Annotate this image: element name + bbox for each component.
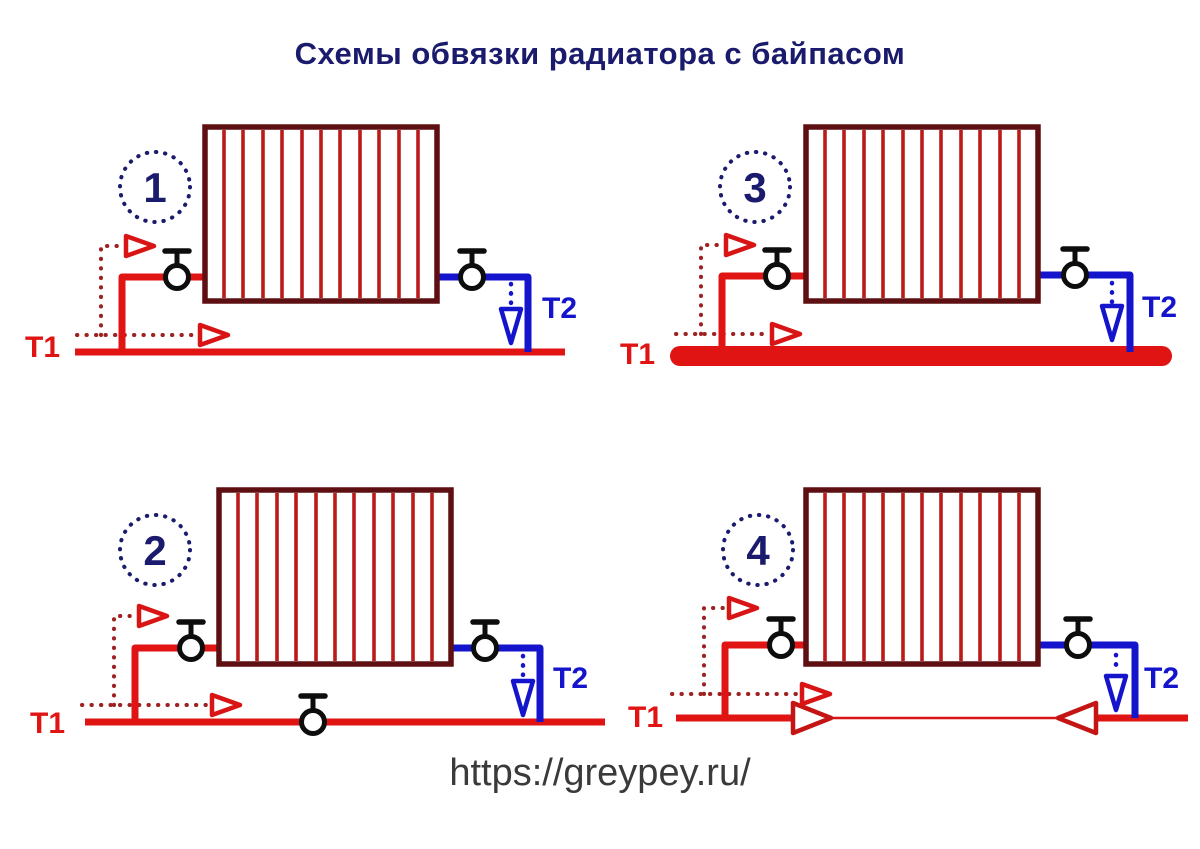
flow-arrow-icon — [126, 236, 154, 256]
scheme-number-badge: 1 — [118, 150, 192, 224]
flow-arrow-icon — [139, 606, 167, 626]
supply-pipe — [718, 272, 805, 352]
valve-icon — [179, 622, 203, 660]
supply-label: T1 — [628, 701, 663, 734]
scheme-number: 3 — [743, 164, 766, 211]
scheme-number-badge: 2 — [118, 513, 192, 587]
supply-label: T1 — [25, 331, 60, 364]
return-label: T2 — [553, 662, 588, 695]
flow-direction-dotted-line — [80, 614, 212, 707]
scheme-4: 4 T1 T2 — [628, 490, 1188, 736]
flow-arrow-icon — [726, 235, 754, 255]
return-flow-arrow-icon — [501, 309, 521, 343]
scheme-3: 3 T1 T2 — [620, 127, 1177, 371]
return-flow-arrow-icon — [513, 681, 533, 715]
radiator — [219, 490, 451, 664]
bypass-valve-icon — [301, 696, 325, 734]
flow-arrow-icon — [200, 325, 228, 345]
flow-direction-dotted-line — [670, 606, 802, 696]
valve-icon — [1063, 249, 1087, 287]
flow-direction-dotted-line — [75, 244, 200, 337]
scheme-number: 4 — [746, 527, 770, 574]
valve-icon — [165, 251, 189, 289]
flow-arrow-icon — [212, 695, 240, 715]
supply-pipe — [118, 273, 205, 352]
reducer-icon — [790, 700, 834, 736]
supply-label: T1 — [620, 338, 655, 371]
supply-label: T1 — [30, 707, 65, 740]
return-label: T2 — [1144, 662, 1179, 695]
supply-pipe — [131, 644, 219, 722]
page-title: Схемы обвязки радиатора с байпасом — [294, 36, 906, 71]
valve-icon — [460, 251, 484, 289]
return-flow-arrow-icon — [1102, 306, 1122, 340]
scheme-2: 2 T1 T2 — [30, 490, 605, 740]
scheme-number-badge: 4 — [721, 513, 795, 587]
reducer-icon — [1055, 700, 1099, 736]
valve-icon — [769, 619, 793, 657]
flow-arrow-icon — [772, 324, 800, 344]
scheme-number: 1 — [143, 164, 166, 211]
flow-arrow-icon — [802, 684, 830, 704]
valve-icon — [1066, 619, 1090, 657]
return-flow-arrow-icon — [1106, 676, 1126, 710]
valve-icon — [765, 250, 789, 288]
radiator — [806, 127, 1038, 301]
flow-arrow-icon — [729, 598, 757, 618]
scheme-1: 1 T1 T2 — [25, 127, 577, 364]
scheme-number: 2 — [143, 527, 166, 574]
scheme-number-badge: 3 — [718, 150, 792, 224]
radiator — [806, 490, 1038, 664]
valve-icon — [473, 622, 497, 660]
return-label: T2 — [542, 292, 577, 325]
footer-url: https://greypey.ru/ — [449, 752, 751, 794]
radiator — [205, 127, 437, 301]
return-label: T2 — [1142, 291, 1177, 324]
